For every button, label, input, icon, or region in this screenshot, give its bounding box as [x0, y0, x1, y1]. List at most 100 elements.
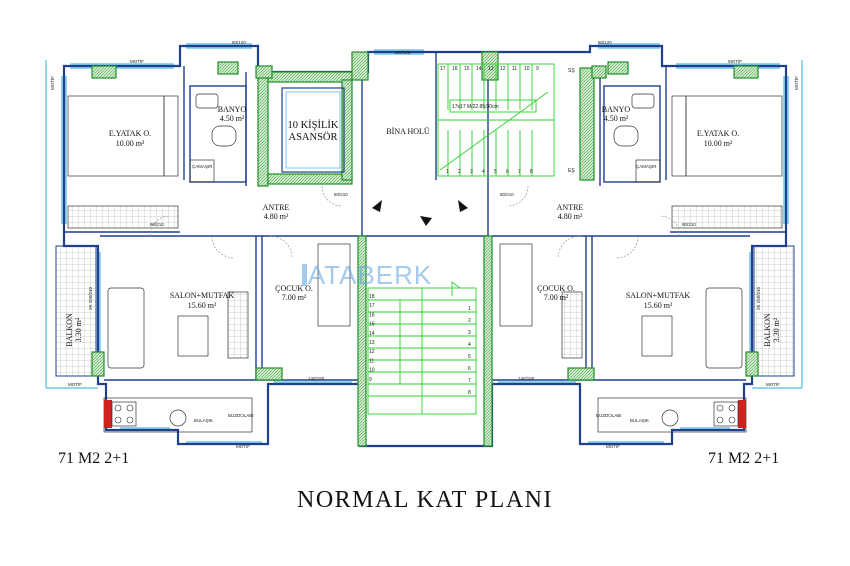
stair-step-number: 4	[468, 342, 471, 348]
stair-step-number: 1	[446, 169, 449, 175]
stair-step-number: 16	[369, 312, 375, 318]
building-walls	[62, 44, 788, 448]
stair-step-number: 6	[468, 366, 471, 372]
labels-left-unit: E.YATAK O. 10.00 m² BANYO 4.50 m² ANTRE …	[49, 40, 348, 449]
elevator-label-1: 10 KİŞİLİK	[287, 119, 338, 131]
washer-left: ÇAMAŞIR	[192, 164, 213, 169]
door-dim-1: 80/210	[334, 192, 348, 197]
window-dim-3: 50/120	[598, 40, 612, 45]
bedroom-left-area: 10.00 m²	[116, 139, 145, 148]
columns	[91, 51, 759, 447]
stair-step-number: 17	[440, 66, 446, 72]
stair-step-number: 7	[518, 169, 521, 175]
stair-step-number: 3	[468, 330, 471, 336]
bedroom-left-name: E.YATAK O.	[109, 129, 151, 138]
stair-mid-numbers-right: 1 2 3 4 5 6 7 8	[468, 306, 471, 396]
stair-step-number: 9	[536, 66, 539, 72]
stair-step-number: 12	[500, 66, 506, 72]
washer-right: ÇAMAŞIR	[636, 164, 657, 169]
window-dim-2: 140/150	[308, 376, 325, 381]
stair-step-number: 6	[506, 169, 509, 175]
window-dim-4: 140/150	[518, 376, 535, 381]
bedroom-right-name: E.YATAK O.	[697, 129, 739, 138]
stair-step-number: 11	[512, 66, 517, 72]
stair-ss-label: SŞ	[568, 68, 575, 74]
living-left-area: 15.60 m²	[188, 301, 217, 310]
labels-right-unit: E.YATAK O. 10.00 m² BANYO 4.50 m² ANTRE …	[500, 40, 799, 449]
fridge-right: BUZDOLABI	[596, 413, 622, 418]
windows	[45, 43, 803, 443]
balcony-right	[753, 245, 795, 377]
stairs-middle	[367, 281, 477, 415]
motif-right-bottom2: MOTİF	[606, 443, 620, 449]
balcony-left	[55, 245, 97, 377]
motif-right-side: MOTİF	[793, 76, 799, 90]
motif-left-side: MOTİF	[49, 76, 55, 90]
bathroom-right-name: BANYO	[602, 105, 631, 114]
stair-step-number: 14	[369, 331, 375, 337]
bedroom-right-area: 10.00 m²	[704, 139, 733, 148]
stair-step-number: 15	[464, 66, 470, 72]
living-right-name: SALON+MUTFAK	[626, 291, 691, 300]
child-right-area: 7.00 m²	[544, 293, 569, 302]
living-left-name: SALON+MUTFAK	[170, 291, 235, 300]
motif-left-top: MOTİF	[130, 58, 144, 64]
bathroom-left-area: 4.50 m²	[220, 114, 245, 123]
child-left-name: ÇOCUK O.	[275, 284, 313, 293]
stair-step-number: 13	[488, 66, 494, 72]
stair-step-number: 17	[369, 303, 375, 309]
fridge-left: BUZDOLABI	[228, 413, 254, 418]
bathroom-left-name: BANYO	[218, 105, 247, 114]
balcony-right-area: 3.30 m²	[772, 317, 781, 342]
stair-step-number: 5	[468, 354, 471, 360]
kitchen-hob-right	[713, 400, 746, 428]
stair-step-number: 15	[369, 322, 375, 328]
stair-step-number: 11	[369, 358, 374, 364]
interior-walls	[64, 52, 786, 446]
stair-step-number: 18	[369, 294, 375, 300]
stair-step-number: 16	[452, 66, 458, 72]
balcony-left-dim: 2K 250/240	[88, 286, 93, 310]
door-dim-2: 90/210	[150, 222, 164, 227]
stair-step-number: 7	[468, 378, 471, 384]
stair-step-number: 8	[468, 390, 471, 396]
stair-step-number: 1	[468, 306, 471, 312]
unit-summary-right: 71 M2 2+1	[708, 450, 780, 467]
stair-step-number: 13	[369, 340, 375, 346]
entry-left-name: ANTRE	[263, 203, 290, 212]
kitchen-hob-left	[104, 400, 137, 428]
balcony-right-name: BALKON	[763, 313, 772, 347]
balcony-right-dim: 2K 250/240	[756, 286, 761, 310]
balcony-left-area: 3.30 m²	[74, 317, 83, 342]
elevator-shaft	[281, 87, 345, 173]
bathroom-right-area: 4.50 m²	[604, 114, 629, 123]
furniture	[67, 93, 783, 433]
door-dim-4: 90/210	[682, 222, 696, 227]
watermark-bar	[302, 264, 307, 286]
child-right-name: ÇOCUK O.	[537, 284, 575, 293]
elevator-label-2: ASANSÖR	[288, 131, 337, 143]
dishwasher-left: BULAŞIK	[194, 418, 213, 423]
stair-step-number: 5	[494, 169, 497, 175]
living-right-area: 15.60 m²	[644, 301, 673, 310]
stairs-top	[437, 63, 555, 177]
balcony-left-name: BALKON	[65, 313, 74, 347]
stair-step-number: 2	[468, 318, 471, 324]
stair-step-number: 2	[458, 169, 461, 175]
entry-right-area: 4.80 m²	[558, 212, 583, 221]
window-dim-1: 60/120	[232, 40, 246, 45]
entry-left-area: 4.80 m²	[264, 212, 289, 221]
motif-left-bottom2: MOTİF	[236, 443, 250, 449]
stair-es-label: EŞ	[568, 168, 575, 174]
unit-summary-left: 71 M2 2+1	[58, 450, 130, 467]
child-left-area: 7.00 m²	[282, 293, 307, 302]
north-arrow-icon	[372, 200, 468, 226]
stair-note: 17x17 M/22.85/30cm	[452, 104, 499, 110]
door-swings	[149, 185, 681, 259]
stair-step-number: 8	[530, 169, 533, 175]
door-dim-3: 80/210	[500, 192, 514, 197]
